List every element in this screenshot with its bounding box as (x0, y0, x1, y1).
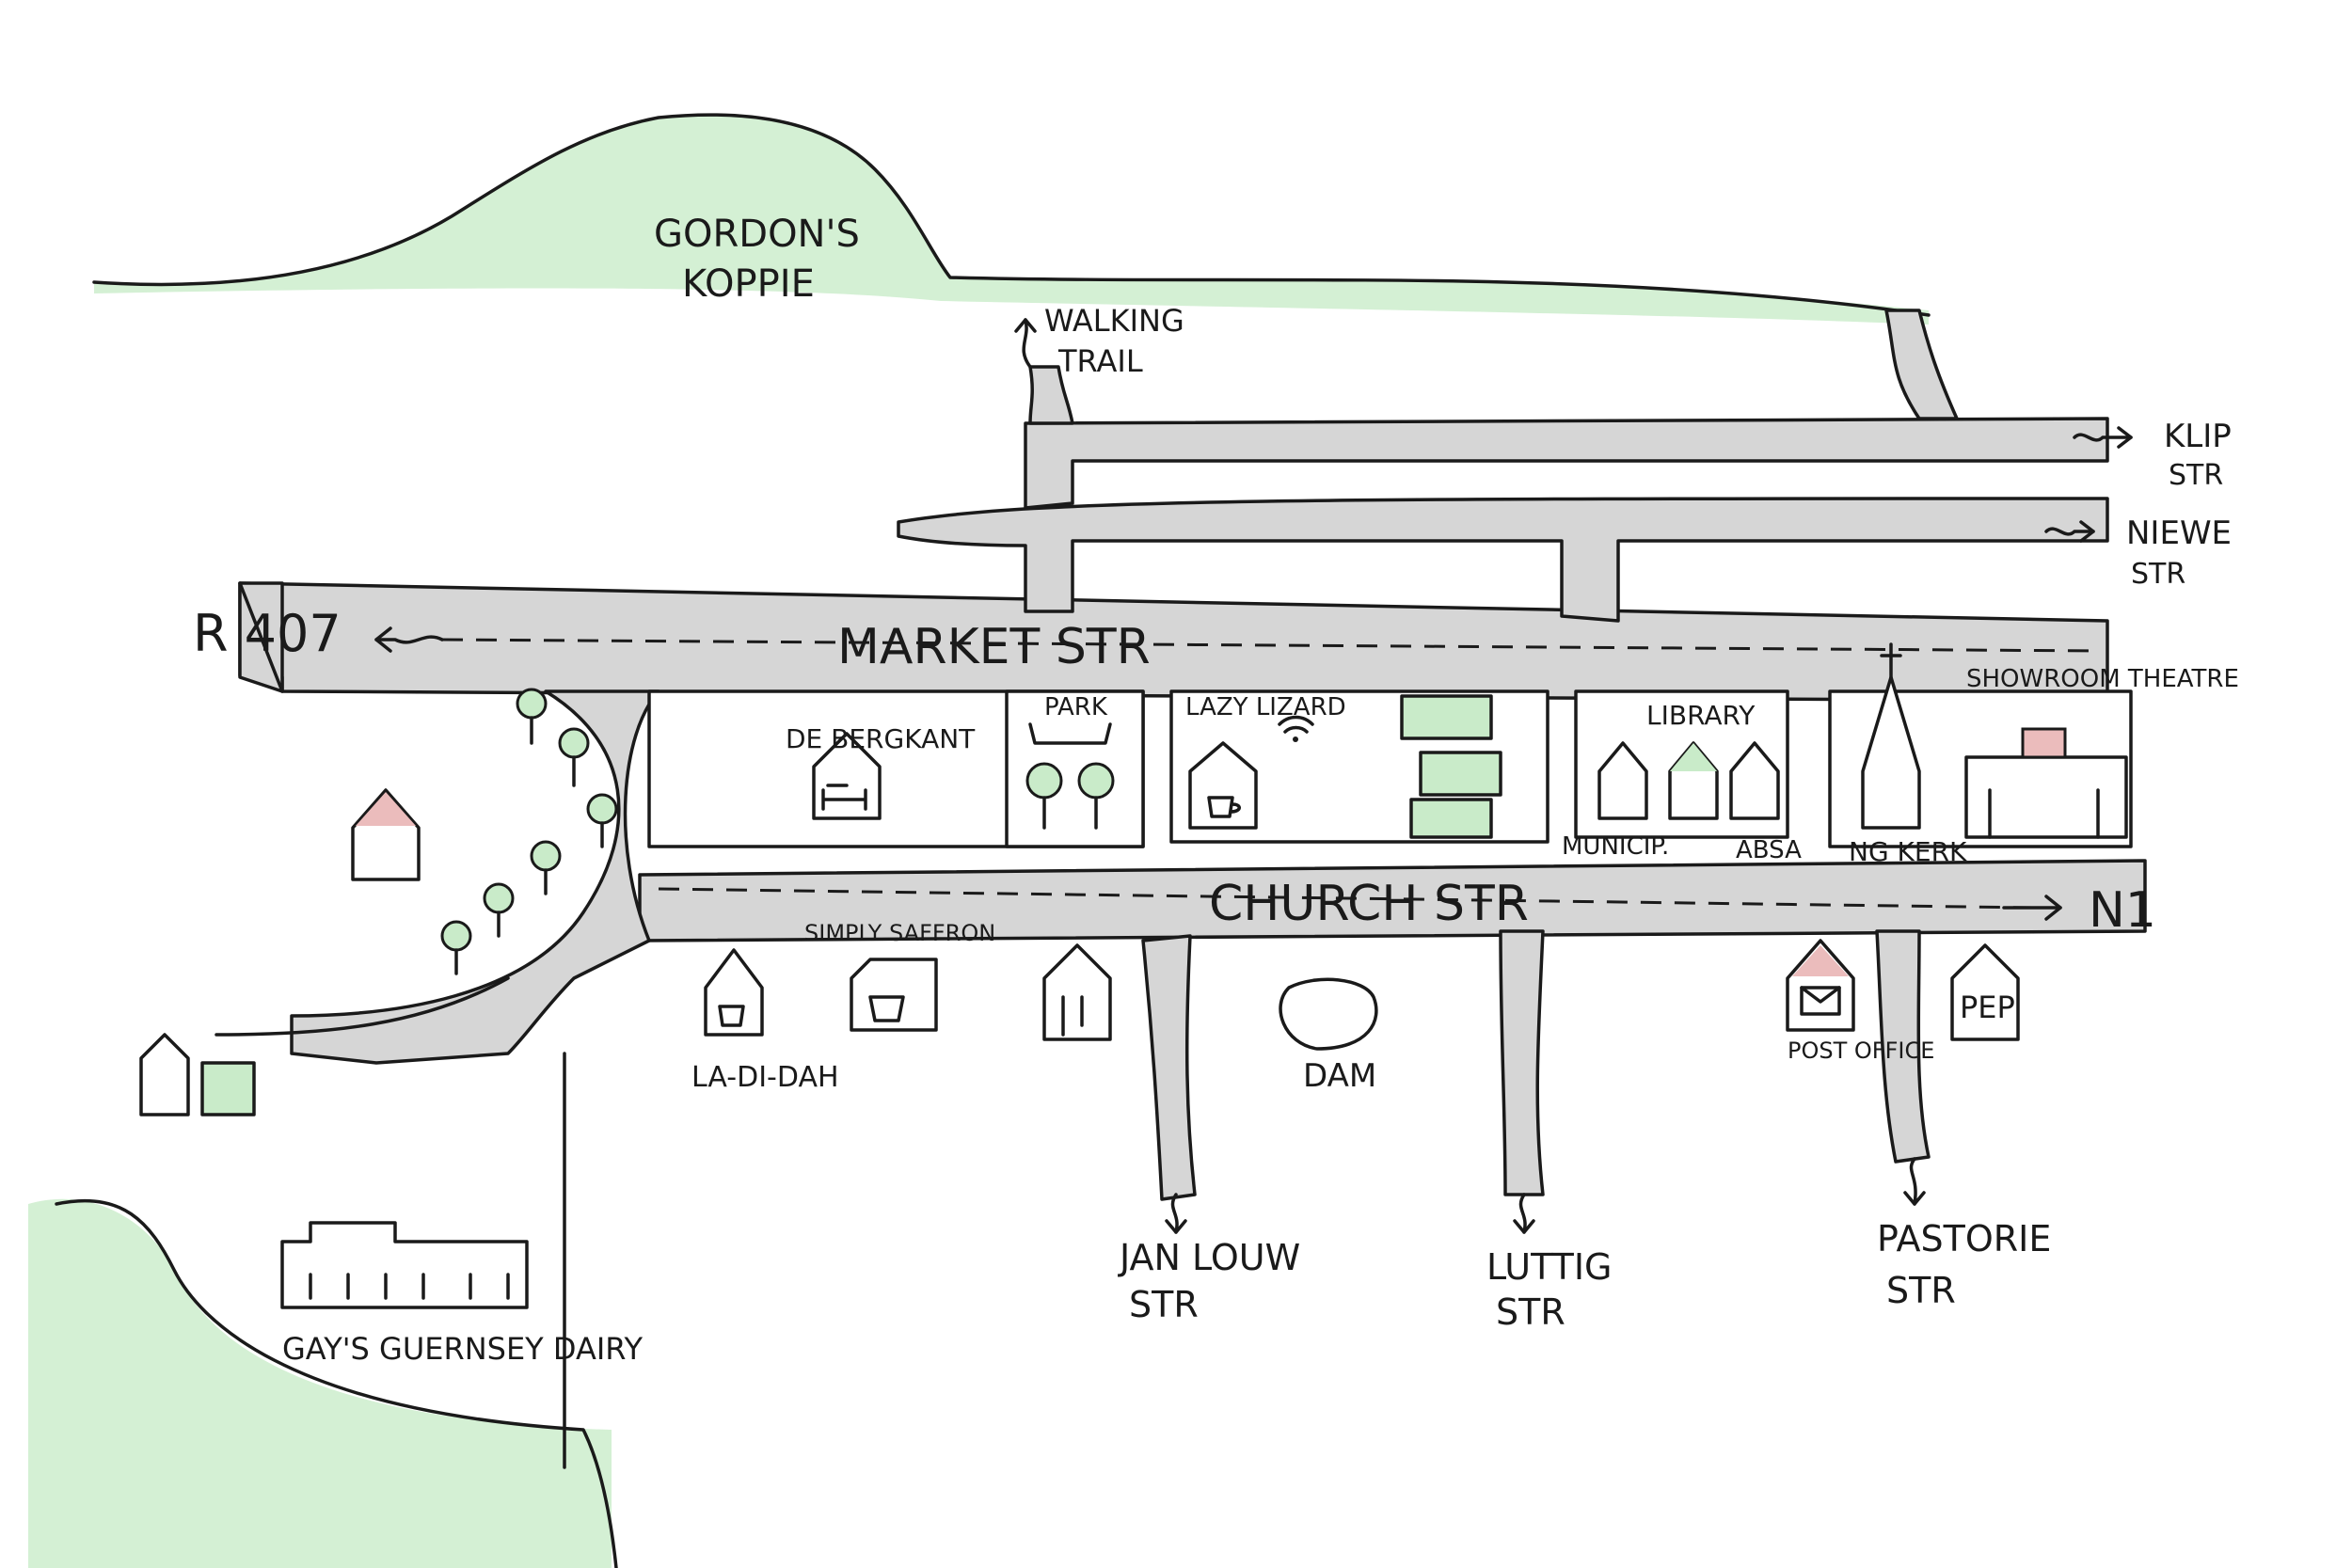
house-church-st (1042, 943, 1112, 1041)
jan-louw-label: JAN LOUW (1118, 1237, 1300, 1278)
niewe-street-suffix: STR (2131, 558, 2185, 591)
dairy-label: GAY'S GUERNSEY DAIRY (282, 1331, 643, 1367)
walking-trail-label-2: TRAIL (1057, 343, 1143, 379)
simply-saffron-label: SIMPLY SAFFRON (804, 920, 995, 946)
la-di-dah-building (704, 948, 764, 1037)
municip-label: MUNICIP. (1562, 832, 1669, 861)
simply-saffron-building (850, 958, 938, 1032)
pastorie-label: PASTORIE (1877, 1218, 2051, 1259)
lazy-lizard-building (1188, 741, 1258, 830)
absa-label: ABSA (1736, 836, 1802, 864)
niewe-street-label: NIEWE (2126, 515, 2232, 552)
post-office-building (1786, 939, 1855, 1032)
walking-trail-label-1: WALKING (1044, 303, 1184, 339)
market-street-centerline (441, 638, 2099, 653)
church-street-label: CHURCH STR (1209, 876, 1529, 932)
pastorie-street (1875, 929, 1931, 1164)
farm-building (139, 1033, 256, 1117)
hill-label-line2: KOPPIE (682, 262, 815, 306)
church-street-centerline (658, 887, 2033, 910)
arrow-right-icon (2002, 895, 2062, 921)
green-field (28, 1198, 612, 1568)
pep-building (1950, 943, 2020, 1041)
block-park (1005, 689, 1145, 848)
library-label: LIBRARY (1646, 700, 1756, 731)
ngkerk-label: NG KERK (1849, 836, 1967, 867)
showroom-theatre-building (1964, 727, 2128, 839)
de-bergkant-label: DE BERGKANT (786, 723, 976, 754)
klip-street-label: KLIP (2164, 418, 2232, 455)
pastorie-suffix: STR (1886, 1270, 1956, 1311)
luttig-suffix: STR (1496, 1291, 1565, 1333)
park-label: PARK (1044, 693, 1108, 721)
church-spire-icon (1861, 642, 1921, 830)
coffee-cup-icon (718, 1005, 745, 1027)
tree-icon (440, 688, 618, 975)
coffee-cup-icon (1207, 796, 1241, 818)
park-trees (1025, 722, 1115, 830)
northeast-road (1884, 309, 1959, 420)
connector-road-west (290, 689, 660, 1065)
de-bergkant-building (812, 732, 882, 820)
bed-icon (821, 784, 867, 811)
market-street-label: MARKET STR (837, 619, 1151, 675)
road-network (238, 309, 2147, 1201)
gordons-koppie-hill (92, 113, 1931, 325)
n1-label: N1 (2089, 882, 2156, 939)
arrow-right-icon (2073, 426, 2133, 449)
wifi-icon (1278, 715, 1314, 742)
walking-trail-road (1028, 365, 1074, 425)
luttig-street (1499, 929, 1545, 1196)
lazy-lizard-label: LAZY LIZARD (1185, 693, 1346, 721)
dam-label: DAM (1303, 1057, 1376, 1095)
arrow-down-icon (1165, 1193, 1187, 1234)
house-west (351, 788, 421, 881)
la-di-dah-label: LA-DI-DAH (691, 1061, 839, 1094)
pep-label: PEP (1960, 990, 2015, 1025)
arrow-right-icon (2044, 520, 2095, 543)
arrow-up-icon (1014, 318, 1037, 369)
dairy-building (280, 1221, 529, 1309)
luttig-label: LUTTIG (1486, 1246, 1613, 1288)
arrow-down-icon (1513, 1193, 1535, 1234)
arrow-left-icon (374, 626, 444, 653)
hill-label-line1: GORDON'S (654, 213, 860, 256)
jan-louw-street (1141, 934, 1197, 1201)
envelope-icon (1800, 986, 1841, 1016)
dam (1279, 977, 1378, 1051)
klip-street-suffix: STR (2169, 459, 2223, 492)
market-street (238, 581, 2109, 703)
lodging-units (1400, 694, 1502, 839)
klip-street (1024, 417, 2109, 510)
coffee-cup-icon (868, 995, 905, 1022)
post-office-label: POST OFFICE (1788, 1037, 1934, 1064)
arrow-down-icon (1903, 1157, 1926, 1206)
showroom-theatre-label: SHOWROOM THEATRE (1966, 665, 2239, 693)
library-buildings (1597, 741, 1780, 820)
jan-louw-suffix: STR (1129, 1284, 1199, 1325)
